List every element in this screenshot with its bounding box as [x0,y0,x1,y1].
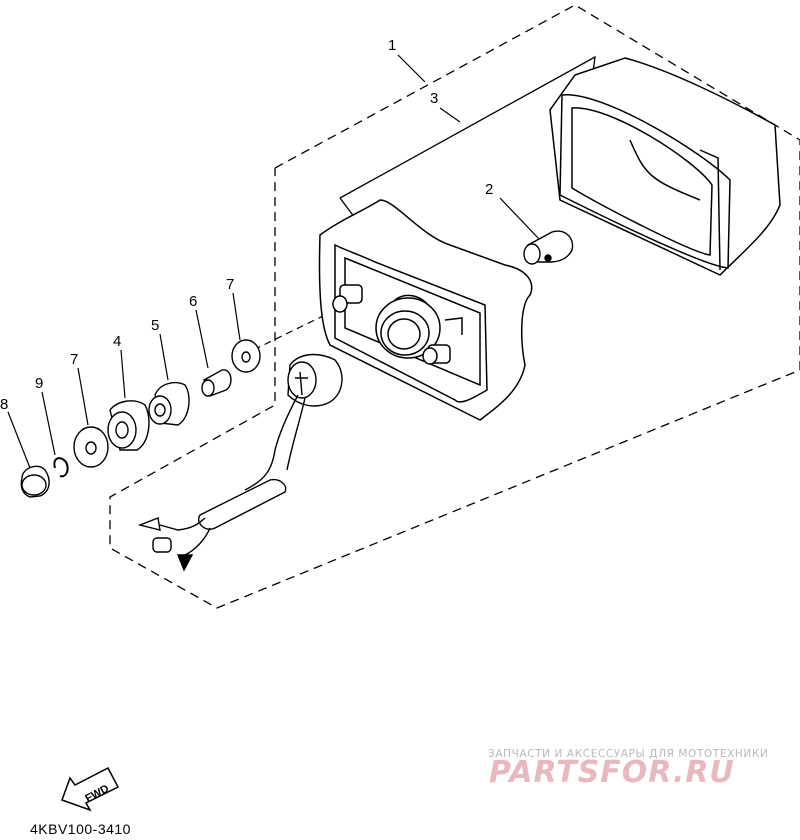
callout-1: 1 [388,37,396,54]
hardware-stack [20,339,261,498]
callout-2: 2 [485,181,493,198]
callout-8: 8 [0,396,8,413]
tail-light-lens [549,57,781,276]
diagram-code: 4KBV100-3410 [30,821,131,837]
watermark-tagline: ЗАПЧАСТИ И АКСЕССУАРЫ ДЛЯ МОТОТЕХНИКИ [488,748,769,760]
callout-7-upper: 7 [226,276,234,293]
callout-3: 3 [430,90,438,107]
callout-leaders [7,54,541,469]
callout-5: 5 [151,317,159,334]
callout-7-lower: 7 [70,351,78,368]
watermark-logo: PARTSFOR.RU [489,755,735,790]
forward-arrow-icon: FWD [61,766,120,812]
callout-4: 4 [113,333,121,350]
callout-6: 6 [189,293,197,310]
socket-wire-harness [137,353,343,572]
callout-9: 9 [35,375,43,392]
assembly-outline-dashed [109,4,800,609]
bulb [523,230,574,265]
tail-light-base-housing [318,199,533,421]
